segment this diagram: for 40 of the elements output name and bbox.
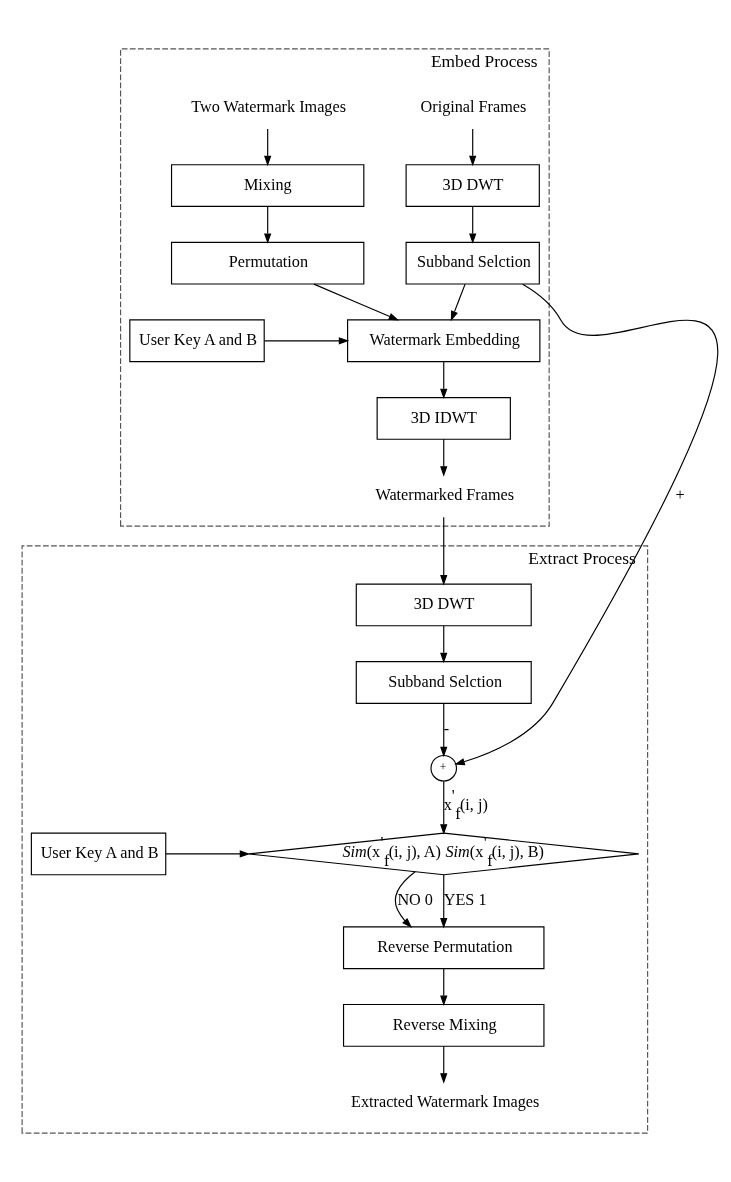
arrow — [263, 337, 350, 345]
node-box: User Key A and B — [129, 319, 265, 363]
arrow — [450, 283, 466, 322]
arrow — [394, 871, 416, 928]
node-text: Two Watermark Images — [191, 98, 346, 117]
arrow — [469, 128, 477, 167]
node-box: User Key A and B — [30, 832, 167, 876]
arrow — [440, 874, 448, 929]
arrow — [440, 438, 448, 477]
arrow — [264, 205, 272, 244]
node-box: Subband Selction — [405, 241, 540, 285]
node-box: Watermark Embedding — [347, 319, 541, 363]
node-box: 3D DWT — [355, 583, 532, 627]
node-text: Extracted Watermark Images — [351, 1093, 540, 1112]
edge-label: + — [675, 486, 685, 505]
arrow — [313, 283, 400, 321]
node-box: Reverse Permutation — [342, 926, 545, 970]
arrow — [440, 702, 448, 758]
edge-label: YES 1 — [443, 891, 487, 910]
node-circle: + — [430, 754, 458, 782]
arrow — [440, 516, 448, 586]
arrow — [440, 1045, 448, 1084]
node-text: Watermarked Frames — [375, 486, 515, 505]
node-text: Original Frames — [420, 98, 527, 117]
arrow — [440, 968, 448, 1007]
arrow — [440, 780, 448, 835]
node-box: Mixing — [170, 164, 365, 207]
node-box: 3D IDWT — [376, 397, 511, 440]
node-box: Reverse Mixing — [342, 1003, 545, 1047]
node-box: Subband Selction — [355, 661, 532, 704]
edge-label: - — [443, 719, 450, 738]
arrow — [469, 205, 477, 244]
arrow — [165, 850, 251, 858]
arrow — [440, 361, 448, 400]
edge-label: NO 0 — [397, 891, 433, 910]
arrow — [454, 283, 718, 766]
node-box: Permutation — [170, 241, 365, 285]
node-box: 3D DWT — [405, 164, 540, 207]
arrow — [264, 128, 272, 167]
arrow — [440, 625, 448, 664]
